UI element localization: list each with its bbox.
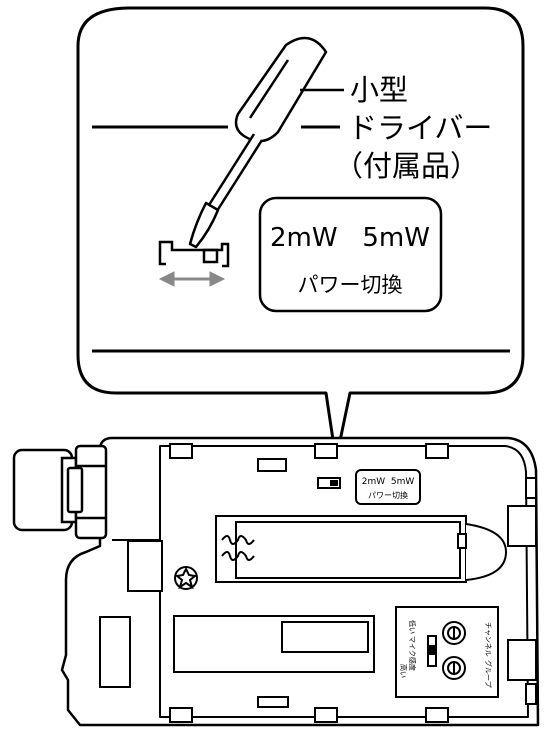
screwdriver-label-line1: 小型 <box>350 73 408 107</box>
mic-sensitivity-label: マイク感度 <box>408 636 417 671</box>
control-panel <box>395 606 499 698</box>
mic-low-label: 低い <box>408 620 417 634</box>
body-clips <box>127 443 537 723</box>
channel-label: チャンネル <box>484 622 492 657</box>
screwdriver-label-line3: （付属品） <box>334 149 479 183</box>
label-recess <box>99 615 375 708</box>
slot-small <box>257 458 287 472</box>
group-label: グループ <box>484 660 493 688</box>
screwdriver-label-line2: ドライバー <box>348 111 492 145</box>
callout-switch-values: 2mW 5mW <box>270 223 430 253</box>
power-switch <box>317 477 341 489</box>
power-switch-knob <box>330 480 338 486</box>
connector-knob <box>12 444 108 540</box>
battery-compartment <box>215 515 508 583</box>
callout-switch-caption: パワー切換 <box>298 273 403 297</box>
device-switch-values: 2mW 5mW <box>362 477 415 487</box>
callout-switch-slot <box>158 240 230 268</box>
double-arrow-icon <box>158 271 226 287</box>
device-switch-label-box <box>355 469 421 505</box>
mic-high-label: 高い <box>399 664 408 678</box>
screwdriver-icon <box>188 36 328 249</box>
screw-icon <box>174 566 198 590</box>
callout-switch-label-box <box>258 196 443 313</box>
device-switch-caption: パワー切換 <box>368 490 408 500</box>
